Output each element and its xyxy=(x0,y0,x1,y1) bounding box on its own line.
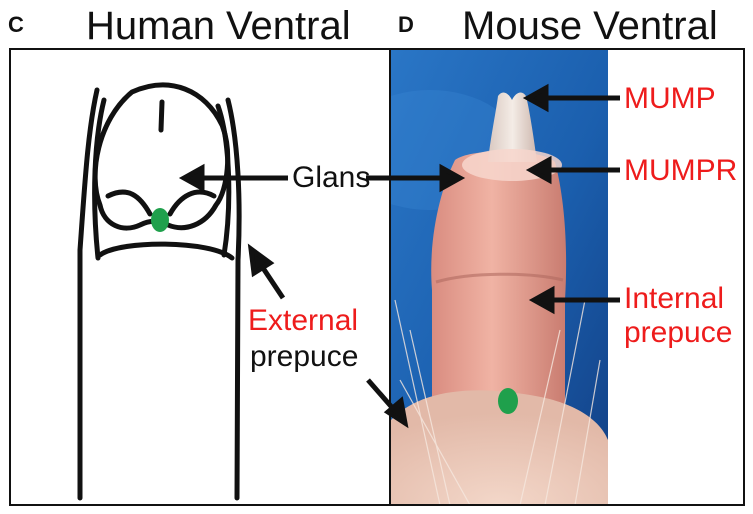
internal-prepuce-label-line1: Internal xyxy=(624,284,724,314)
mumpr-label: MUMPR xyxy=(624,156,737,186)
panel-c-frame xyxy=(9,48,391,506)
panel-d-title: Mouse Ventral xyxy=(462,6,718,46)
panel-c-letter: C xyxy=(8,14,24,36)
external-prepuce-label-line1: External xyxy=(248,306,358,336)
internal-prepuce-label-line2: prepuce xyxy=(624,318,732,348)
panel-d-frame xyxy=(389,48,745,506)
mump-label: MUMP xyxy=(624,84,716,114)
glans-label: Glans xyxy=(292,163,370,193)
external-prepuce-label-line2: prepuce xyxy=(250,342,358,372)
panel-d-letter: D xyxy=(398,14,414,36)
panel-c-title: Human Ventral xyxy=(86,6,351,46)
